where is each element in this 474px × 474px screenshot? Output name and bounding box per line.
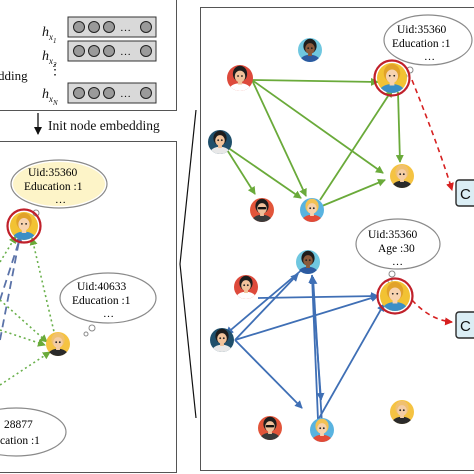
embedding-vectors: … … … xyxy=(67,16,157,104)
embedding-row-2: hx2 xyxy=(42,49,57,69)
bubble-left-mid-line3: … xyxy=(103,308,114,320)
bubble-left-mid xyxy=(59,272,157,337)
avatar-rb-node-dark xyxy=(296,250,320,274)
output-box-top: C xyxy=(455,179,474,207)
avatar-rt-node-blond xyxy=(390,164,414,188)
avatar-rt-node-cap xyxy=(227,65,253,91)
right-top-edges xyxy=(223,77,404,207)
bubble-right-bottom-line1: Uid:35360 xyxy=(368,229,417,241)
row-label: h xyxy=(42,25,49,40)
avatar-rt-node-girl xyxy=(300,198,324,222)
bubble-right-top-line2: Education :1 xyxy=(392,38,451,50)
bubble-left-mid-line2: Education :1 xyxy=(72,295,131,307)
output-label-top: C xyxy=(460,186,471,203)
left-graph-edges xyxy=(0,231,56,386)
bubble-left-top-line3: … xyxy=(55,194,66,206)
avatar-rt-node-target xyxy=(373,59,411,97)
embedding-left-fragment: dding xyxy=(0,68,28,83)
avatar-rt-node-teal xyxy=(208,130,232,154)
avatar-rt-node-dark xyxy=(298,38,322,62)
bubble-left-mid-line1: Uid:40633 xyxy=(77,281,126,293)
embedding-vector-2: … xyxy=(67,40,157,62)
output-arrow-top xyxy=(411,79,454,191)
bubble-right-bottom-line2: Age :30 xyxy=(378,243,415,255)
bubble-left-bottom-line1: 28877 xyxy=(4,419,33,431)
bubble-left-top-line2: Education :1 xyxy=(24,181,83,193)
svg-text:…: … xyxy=(120,46,131,58)
embedding-vector-3: … xyxy=(67,82,157,104)
embedding-vertical-ellipsis: ⋮ xyxy=(48,63,62,78)
svg-text:…: … xyxy=(120,22,131,34)
bubble-left-top xyxy=(10,159,108,222)
output-box-bottom: C xyxy=(455,311,474,339)
avatar-rb-node-blond xyxy=(390,400,414,424)
right-bottom-edges xyxy=(225,267,385,425)
avatar-layer xyxy=(6,38,414,442)
output-arrow-bottom xyxy=(411,299,453,326)
embedding-vector-1: … xyxy=(67,16,157,38)
avatar-left-node-b xyxy=(46,332,70,356)
init-node-embedding-label: Init node embedding xyxy=(48,118,160,133)
bubble-left-top-line1: Uid:35360 xyxy=(28,167,77,179)
bubble-right-bottom-line3: … xyxy=(392,256,403,268)
embedding-row-1: hx1 xyxy=(42,25,57,45)
panel-bracket xyxy=(179,109,197,419)
bubble-right-top-line3: … xyxy=(424,51,435,63)
svg-text:…: … xyxy=(120,88,131,100)
avatar-rb-node-girl xyxy=(310,418,334,442)
avatar-left-node-target xyxy=(6,208,42,244)
avatar-rt-node-glasses xyxy=(250,198,274,222)
avatar-rb-node-cap xyxy=(234,275,258,299)
bubble-left-bottom xyxy=(0,407,67,457)
embedding-row-3: hxN xyxy=(42,87,58,107)
row-label: h xyxy=(42,49,49,64)
output-label-bottom: C xyxy=(460,318,471,335)
row-label: h xyxy=(42,87,49,102)
bubble-right-top-line1: Uid:35360 xyxy=(397,24,446,36)
avatar-rb-node-teal xyxy=(210,328,234,352)
bubble-left-bottom-line2: cation :1 xyxy=(0,435,40,447)
avatar-rb-node-glasses xyxy=(258,416,282,440)
avatar-rb-node-target xyxy=(376,277,414,315)
